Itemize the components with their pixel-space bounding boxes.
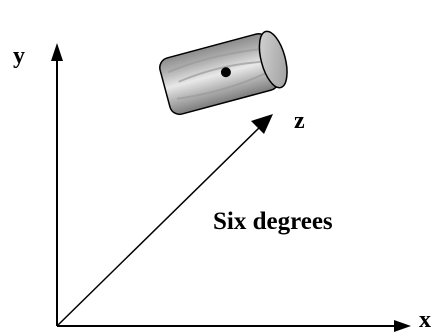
y-axis-arrowhead: [51, 43, 63, 61]
cylinder: [159, 30, 288, 116]
cylinder-cap: [258, 30, 288, 89]
x-axis-arrowhead: [394, 320, 411, 332]
z-axis-line: [56, 123, 264, 327]
x-axis: [57, 320, 411, 332]
z-axis: [56, 114, 273, 327]
z-axis-label: z: [294, 108, 305, 134]
x-axis-label: x: [419, 307, 431, 333]
y-axis-label: y: [13, 43, 25, 69]
caption-text: Six degrees: [213, 208, 333, 235]
cylinder-texture: [167, 47, 268, 100]
y-axis: [51, 43, 63, 326]
z-axis-arrowhead: [251, 114, 273, 134]
cylinder-center-dot: [220, 67, 231, 78]
